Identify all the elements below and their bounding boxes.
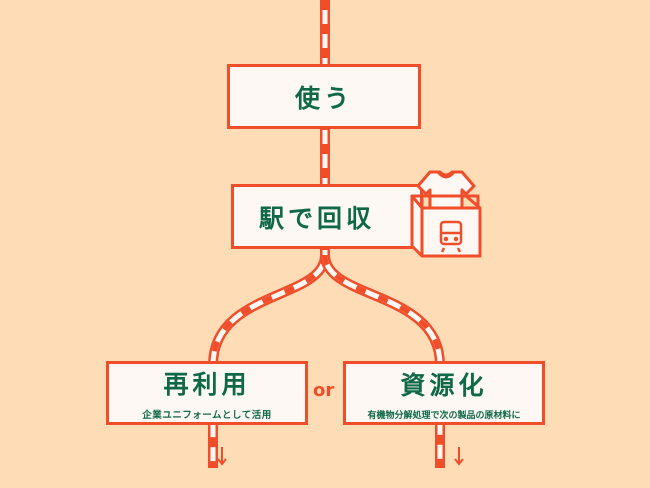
- step-collect: 駅で回収: [231, 184, 423, 249]
- or-connector: or: [313, 380, 335, 401]
- shirt-in-box-icon: [410, 170, 482, 258]
- step-use: 使う: [227, 64, 421, 129]
- step-reuse: 再利用 企業ユニフォームとして活用: [106, 361, 308, 425]
- track-left-branch: [208, 254, 330, 468]
- step-title: 再利用: [163, 370, 251, 399]
- step-subtitle: 企業ユニフォームとして活用: [142, 410, 272, 421]
- step-subtitle: 有機物分解処理で次の製品の原材料に: [367, 410, 521, 421]
- step-title: 駅で回収: [258, 203, 375, 233]
- track-right-branch: [320, 254, 445, 468]
- step-title: 資源化: [400, 370, 488, 400]
- arrow-down-icon: [217, 447, 227, 466]
- arrow-down-icon: [454, 447, 464, 466]
- train-icon: [439, 220, 463, 253]
- step-recycle: 資源化 有機物分解処理で次の製品の原材料に: [343, 361, 545, 425]
- step-title: 使う: [294, 83, 353, 113]
